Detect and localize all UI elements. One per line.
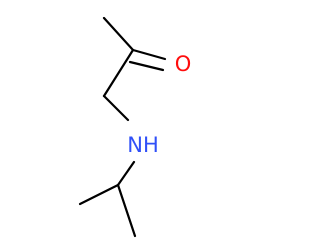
bond-nitrogen-to-isopropyl-ch [116, 160, 136, 187]
bond-carbonyl-lower [128, 60, 165, 72]
bond-isopropyl-left-methyl [78, 183, 120, 206]
structure-canvas: O NH [78, 16, 192, 238]
oxygen-atom-label: O [175, 52, 192, 76]
molecule-drawing: O NH [78, 16, 192, 238]
bond-isopropyl-right-methyl [116, 183, 137, 238]
bond-carbonyl-upper [131, 48, 167, 61]
bond-methyl-to-carbonyl-carbon [102, 16, 135, 52]
carbonyl-methyl-bond [102, 16, 135, 52]
carbonyl-double-bond [128, 48, 167, 72]
bond-methylene-to-nitrogen [102, 94, 130, 122]
bond-carbonyl-to-methylene [102, 48, 135, 98]
amine-nitrogen-label: NH [127, 133, 159, 157]
